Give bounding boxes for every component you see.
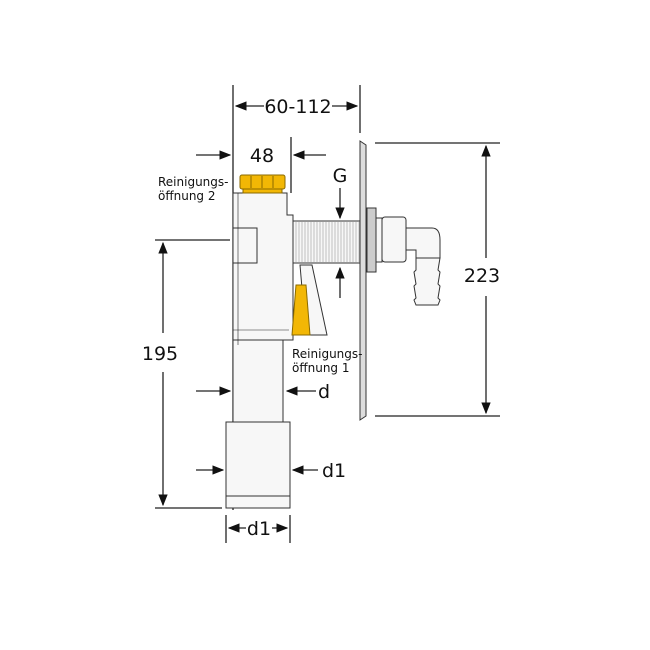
cleaning-opening-1: [291, 264, 328, 336]
label-cleaning-opening-1-line2: öffnung 1: [292, 361, 350, 375]
dim-height-outlet: 195: [142, 343, 178, 365]
threaded-pipe: [292, 220, 361, 264]
hose-connector: [366, 207, 441, 306]
dim-pipe-diameter: d: [318, 381, 330, 403]
label-cleaning-opening-2-line1: Reinigungs-: [158, 175, 228, 189]
siphon-body: [225, 192, 294, 509]
wall-plate: [359, 140, 367, 421]
label-cleaning-opening-1-line1: Reinigungs-: [292, 347, 362, 361]
dim-body-width: 48: [250, 145, 274, 167]
cleaning-cap-2: [239, 174, 286, 194]
dim-height-total: 223: [464, 265, 500, 287]
dim-bottom-diameter: d1: [247, 518, 271, 540]
dim-thread: G: [333, 165, 348, 187]
label-cleaning-opening-2-line2: öffnung 2: [158, 189, 216, 203]
dim-installation-depth: 60-112: [264, 96, 331, 118]
dimension-lines: [158, 101, 491, 533]
dim-sleeve-diameter: d1: [322, 460, 346, 482]
